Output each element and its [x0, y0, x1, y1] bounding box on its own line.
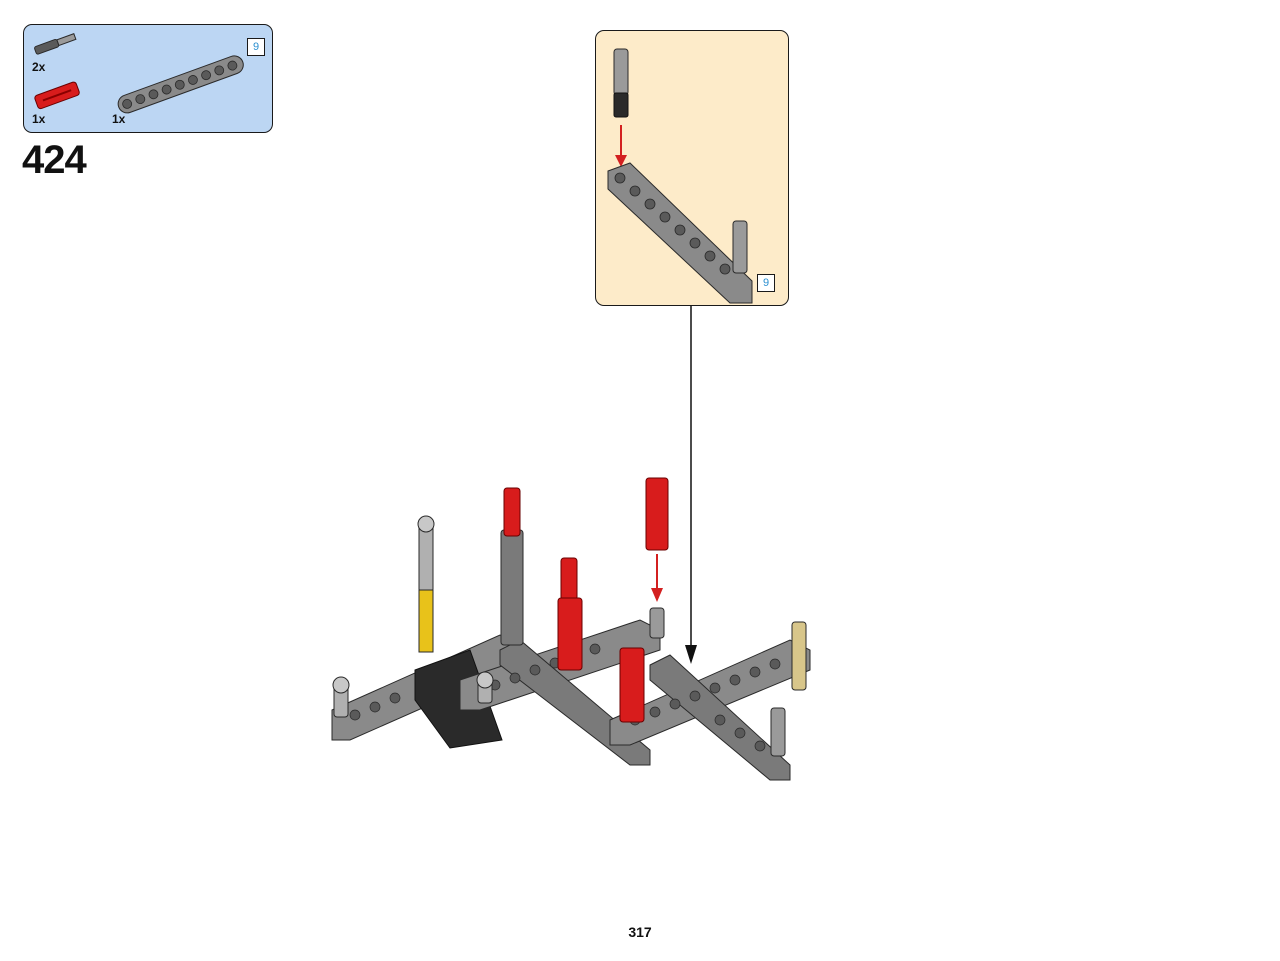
grey-axle-target: [649, 607, 665, 639]
black-connector-block: [414, 649, 503, 749]
callout-liftarm: [607, 162, 753, 304]
callout-assembly-illustration: [607, 48, 753, 304]
yellow-axle: [417, 515, 435, 653]
axle-pin-part-icon: [34, 33, 77, 55]
axle-connector-part-icon: [34, 81, 80, 110]
callout-axle-pin: [613, 48, 629, 118]
placement-arrow: [651, 554, 663, 602]
liftarm-part-icon: [117, 55, 244, 114]
new-red-axle-connector: [645, 477, 669, 551]
callout-liftarm-length-tag: 9: [757, 274, 775, 292]
sub-assembly-callout: 9: [595, 30, 789, 306]
liftarm-length-tag: 9: [247, 38, 265, 56]
page-number: 317: [628, 924, 652, 940]
grey-axle-with-red-connector: [500, 487, 524, 646]
main-assembly-illustration: [331, 477, 811, 781]
parts-list-panel: 2x 1x 1x 9: [23, 24, 273, 133]
step-number: 424: [22, 138, 87, 182]
liftarm-quantity: 1x: [112, 112, 126, 126]
center-grey-pin: [476, 671, 494, 704]
red-axle-connector-front: [619, 647, 645, 723]
red-axle-connector-center: [557, 557, 583, 671]
tan-pin: [791, 621, 807, 691]
callout-placement-arrow: [615, 125, 627, 167]
right-grey-axle: [770, 707, 786, 757]
axle-connector-quantity: 1x: [32, 112, 46, 126]
left-grey-pin: [332, 676, 350, 718]
axle-pin-quantity: 2x: [32, 60, 46, 74]
